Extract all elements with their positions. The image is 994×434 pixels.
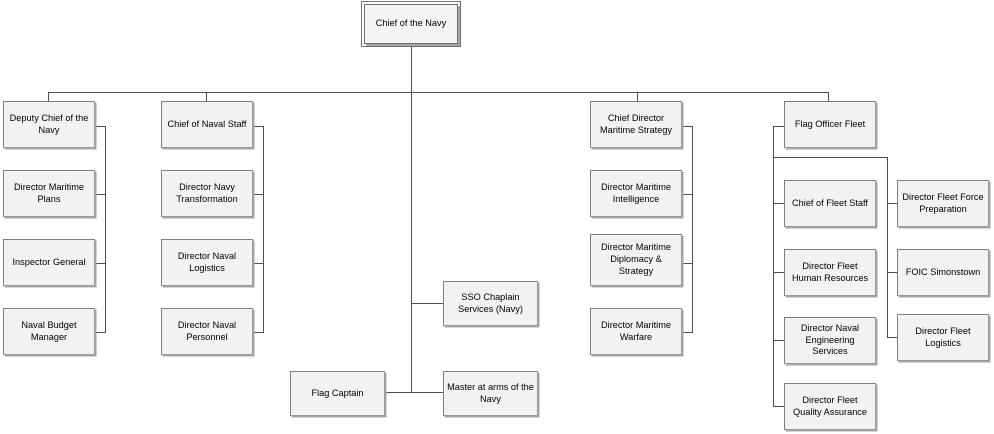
node-label: Director Naval Logistics: [177, 250, 237, 273]
node-label: Director Maritime Plans: [14, 181, 84, 204]
node-label: Director Fleet Logistics: [915, 325, 971, 348]
node-chief-of-fleet-staff[interactable]: Chief of Fleet Staff: [784, 180, 876, 227]
node-flag-officer-fleet[interactable]: Flag Officer Fleet: [784, 101, 876, 148]
connector-stub-maritime-strategy-head: [682, 126, 693, 127]
connector-spine-maritime-strategy: [692, 126, 693, 332]
node-director-fleet-human-resources[interactable]: Director Fleet Human Resources: [784, 249, 876, 296]
node-flag-captain[interactable]: Flag Captain: [290, 371, 385, 416]
node-label: Director Naval Engineering Services: [800, 322, 860, 357]
node-chief-director-maritime-strategy[interactable]: Chief Director Maritime Strategy: [590, 101, 682, 148]
connector-spine-naval-staff: [263, 126, 264, 332]
connector-trunk-to-maritime-strategy: [637, 92, 638, 101]
connector-main-trunk: [48, 92, 829, 93]
node-label: Chief Director Maritime Strategy: [600, 112, 672, 135]
node-label: Master at arms of the Navy: [447, 381, 534, 404]
connector-stub-inspector-general: [95, 263, 106, 264]
connector-stub-deputy-chief-head: [95, 126, 106, 127]
connector-stub-navy-transformation: [253, 194, 264, 195]
node-label: Flag Captain: [311, 387, 364, 398]
connector-stub-maritime-warfare: [682, 332, 693, 333]
node-director-naval-engineering-services[interactable]: Director Naval Engineering Services: [784, 317, 876, 364]
connector-flag-officer-fleet-drop: [773, 126, 774, 158]
connector-stub-maritime-diplomacy: [682, 263, 693, 264]
node-label: Flag Officer Fleet: [794, 118, 866, 129]
connector-stub-fleet-quality-assurance: [773, 406, 784, 407]
node-label: Director Fleet Quality Assurance: [792, 394, 868, 417]
node-label: Chief of Naval Staff: [167, 118, 247, 129]
connector-spine-deputy-chief: [105, 126, 106, 332]
node-inspector-general[interactable]: Inspector General: [3, 239, 95, 286]
node-director-maritime-diplomacy-strategy[interactable]: Director Maritime Diplomacy & Strategy: [590, 234, 682, 286]
connector-stub-fleet-human-resources: [773, 272, 784, 273]
connector-stub-chief-of-fleet-staff: [773, 203, 784, 204]
connector-flag-officer-fleet-crossbar: [773, 157, 888, 158]
node-label: Naval Budget Manager: [21, 319, 77, 342]
node-label: Director Maritime Diplomacy & Strategy: [601, 242, 671, 276]
connector-trunk-to-deputy-chief: [48, 92, 49, 101]
connector-stub-fleet-logistics: [887, 337, 898, 338]
connector-stub-maritime-intelligence: [682, 194, 693, 195]
connector-stub-sso-chaplain: [411, 303, 444, 304]
node-director-naval-logistics[interactable]: Director Naval Logistics: [161, 239, 253, 286]
connector-stub-master-at-arms: [411, 392, 444, 393]
node-label: Director Maritime Warfare: [601, 319, 671, 342]
node-sso-chaplain-services-navy[interactable]: SSO Chaplain Services (Navy): [443, 281, 538, 326]
node-label: Director Fleet Force Preparation: [902, 191, 984, 214]
connector-stub-naval-logistics: [253, 263, 264, 264]
node-director-naval-personnel[interactable]: Director Naval Personnel: [161, 308, 253, 355]
node-label: Director Maritime Intelligence: [601, 181, 671, 204]
node-naval-budget-manager[interactable]: Naval Budget Manager: [3, 308, 95, 355]
connector-root-stem: [411, 44, 412, 392]
connector-stub-fleet-force-preparation: [887, 203, 898, 204]
node-director-maritime-warfare[interactable]: Director Maritime Warfare: [590, 308, 682, 355]
node-foic-simonstown[interactable]: FOIC Simonstown: [897, 249, 989, 296]
connector-stub-naval-personnel: [253, 332, 264, 333]
connector-stub-flag-captain: [383, 392, 412, 393]
node-deputy-chief-of-the-navy[interactable]: Deputy Chief of the Navy: [3, 101, 95, 148]
connector-stub-foic-simonstown: [887, 272, 898, 273]
node-label: FOIC Simonstown: [905, 266, 981, 277]
connector-trunk-to-naval-staff: [206, 92, 207, 101]
node-label: Chief of the Navy: [375, 18, 447, 29]
connector-stub-maritime-plans: [95, 194, 106, 195]
connector-stub-naval-budget-manager: [95, 332, 106, 333]
connector-spine-fleet-right: [887, 157, 888, 338]
node-label: Inspector General: [12, 256, 86, 267]
node-label: Director Fleet Human Resources: [791, 260, 869, 283]
node-director-fleet-logistics[interactable]: Director Fleet Logistics: [897, 314, 989, 361]
connector-stub-naval-engineering-services: [773, 340, 784, 341]
connector-stub-naval-staff-head: [253, 126, 264, 127]
node-label: Chief of Fleet Staff: [792, 197, 868, 208]
connector-stub-flag-officer-fleet-head: [773, 126, 784, 127]
node-label: SSO Chaplain Services (Navy): [458, 291, 523, 314]
connector-spine-fleet-left: [773, 157, 774, 406]
node-director-maritime-plans[interactable]: Director Maritime Plans: [3, 170, 95, 217]
node-label: Deputy Chief of the Navy: [9, 112, 89, 135]
node-chief-of-the-navy[interactable]: Chief of the Navy: [361, 1, 461, 47]
node-chief-of-naval-staff[interactable]: Chief of Naval Staff: [161, 101, 253, 148]
node-director-maritime-intelligence[interactable]: Director Maritime Intelligence: [590, 170, 682, 217]
node-director-fleet-force-preparation[interactable]: Director Fleet Force Preparation: [897, 180, 989, 227]
node-director-fleet-quality-assurance[interactable]: Director Fleet Quality Assurance: [784, 383, 876, 430]
node-master-at-arms-of-the-navy[interactable]: Master at arms of the Navy: [443, 371, 538, 416]
connector-trunk-to-flag-officer-fleet: [828, 92, 829, 101]
node-label: Director Navy Transformation: [176, 181, 238, 204]
node-label: Director Naval Personnel: [177, 319, 237, 342]
node-director-navy-transformation[interactable]: Director Navy Transformation: [161, 170, 253, 217]
